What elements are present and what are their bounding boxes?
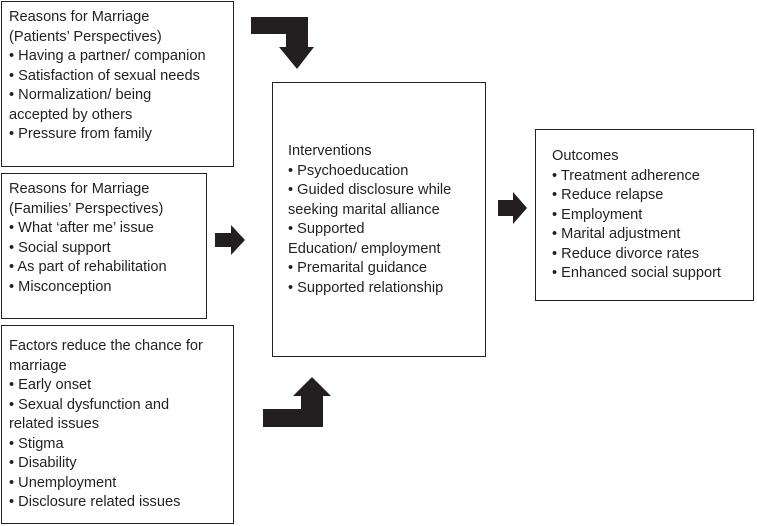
reducing-factors-box: Factors reduce the chance for marriage •… <box>1 325 234 524</box>
list-item: • Social support <box>9 239 111 256</box>
list-item: • Disability <box>9 455 77 471</box>
factors-list: • Early onset • Sexual dysfunction and r… <box>9 376 233 513</box>
list-item: • Supported relationship <box>288 279 444 296</box>
list-item: • Reduce divorce rates <box>552 245 700 262</box>
outcomes-list: • Treatment adherence • Reduce relapse •… <box>552 167 753 284</box>
families-box-title: Reasons for Marriage (Families’ Perspect… <box>9 181 164 217</box>
list-item: • As part of rehabilitation <box>9 259 167 275</box>
bent-arrow-up-icon <box>263 377 331 427</box>
list-item: • Satisfaction of sexual needs <box>9 67 200 84</box>
families-perspectives-box: Reasons for Marriage (Families’ Perspect… <box>1 173 207 319</box>
list-item: • Normalization/ being accepted by other… <box>9 87 152 123</box>
list-item: • Treatment adherence <box>552 167 700 184</box>
outcomes-box: Outcomes • Treatment adherence • Reduce … <box>535 129 754 301</box>
list-item: • Misconception <box>9 278 112 295</box>
list-item: • Unemployment <box>9 474 117 491</box>
list-item: • Guided disclosure while seeking marita… <box>288 182 452 218</box>
bent-arrow-down-icon <box>251 17 314 69</box>
arrow-right-icon <box>498 192 527 224</box>
patients-reasons-list: • Having a partner/ companion • Satisfac… <box>9 47 233 145</box>
patients-perspectives-box: Reasons for Marriage (Patients’ Perspect… <box>1 1 234 167</box>
list-item: • Enhanced social support <box>552 265 721 281</box>
list-item: • Stigma <box>9 435 64 452</box>
interventions-box: Interventions • Psychoeducation • Guided… <box>272 82 486 357</box>
list-item: • Having a partner/ companion <box>9 48 206 64</box>
list-item: • Supported Education/ employment <box>288 221 441 257</box>
list-item: • Pressure from family <box>9 126 152 142</box>
list-item: • Disclosure related issues <box>9 494 181 510</box>
interventions-list: • Psychoeducation • Guided disclosure wh… <box>288 162 485 299</box>
factors-box-title: Factors reduce the chance for marriage <box>9 338 203 374</box>
families-reasons-list: • What ‘after me’ issue • Social support… <box>9 219 206 297</box>
interventions-box-title: Interventions <box>288 143 372 159</box>
list-item: • Employment <box>552 206 643 223</box>
arrow-right-icon <box>215 225 245 255</box>
patients-box-title: Reasons for Marriage (Patients’ Perspect… <box>9 9 162 45</box>
list-item: • Psychoeducation <box>288 162 409 179</box>
list-item: • What ‘after me’ issue <box>9 220 154 236</box>
list-item: • Marital adjustment <box>552 226 681 242</box>
list-item: • Reduce relapse <box>552 187 664 203</box>
list-item: • Premarital guidance <box>288 260 427 276</box>
list-item: • Early onset <box>9 377 92 393</box>
list-item: • Sexual dysfunction and related issues <box>9 396 170 433</box>
outcomes-box-title: Outcomes <box>552 148 619 164</box>
